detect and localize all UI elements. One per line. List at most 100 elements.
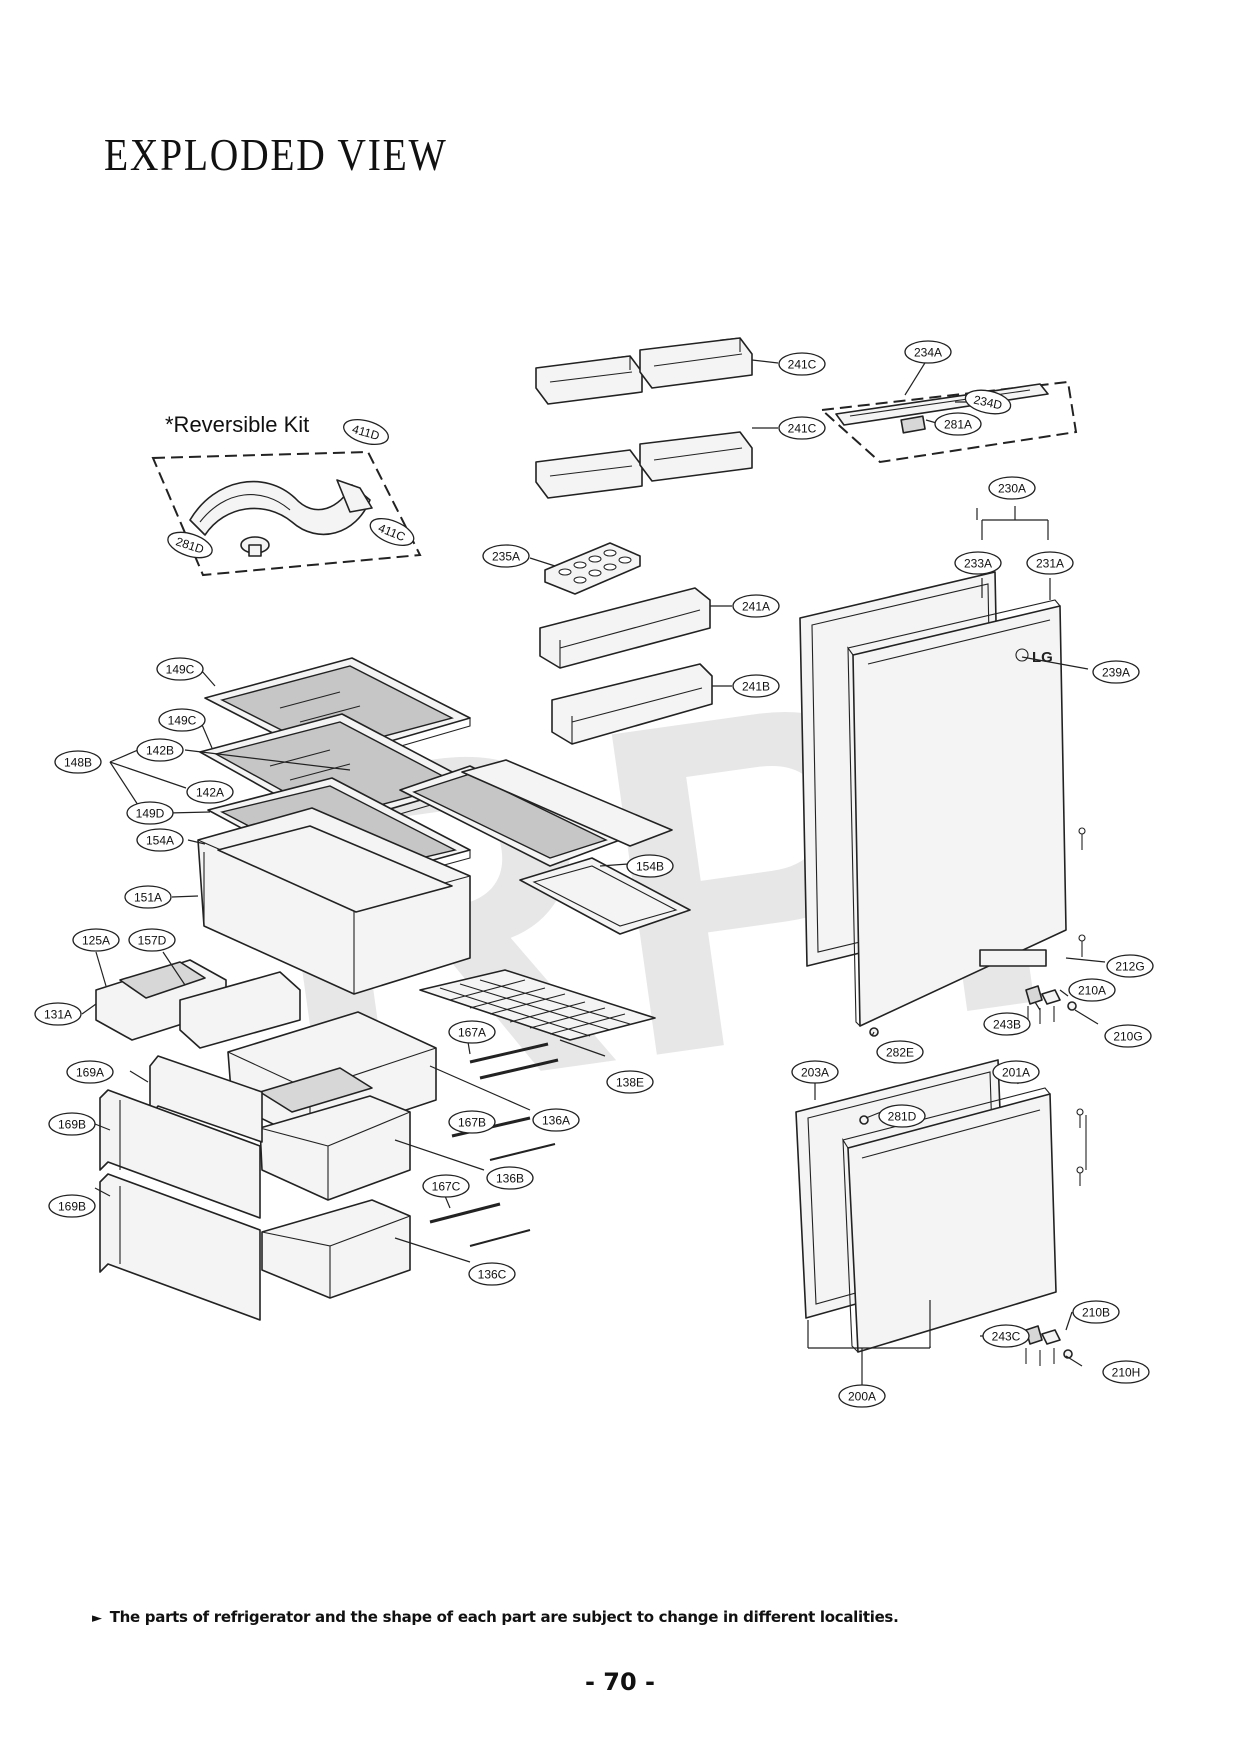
note-arrow-icon: ► <box>92 1611 102 1626</box>
drawer-middle <box>259 1095 411 1201</box>
callout-text: 210A <box>1078 984 1106 998</box>
callout-167a: 167A <box>448 1020 496 1044</box>
callout-201a: 201A <box>992 1060 1040 1084</box>
drawer-lower <box>261 1199 411 1299</box>
callout-text: 167B <box>458 1116 486 1130</box>
callout-125a: 125A <box>72 928 120 952</box>
page-number: - 70 - <box>584 1668 656 1696</box>
callout-text: 210B <box>1082 1306 1110 1320</box>
lower-door-panel <box>842 1087 1057 1353</box>
callout-210h: 210H <box>1102 1360 1150 1384</box>
callout-148b: 148B <box>54 750 102 774</box>
reversible-kit-hinge-cap <box>240 536 270 557</box>
callout-text: 169A <box>76 1066 104 1080</box>
callout-138e: 138E <box>606 1070 654 1094</box>
callout-154a: 154A <box>136 828 184 852</box>
callout-243c: 243C <box>982 1324 1030 1348</box>
callout-231a: 231A <box>1026 551 1074 575</box>
callout-210g: 210G <box>1104 1024 1152 1048</box>
wire-shelf <box>419 969 656 1041</box>
callout-167b: 167B <box>448 1110 496 1134</box>
callout-text: 151A <box>134 891 162 905</box>
door-bin-mid-right <box>639 431 753 482</box>
door-bin-top-right <box>639 337 753 389</box>
ice-bin <box>179 971 301 1049</box>
callout-169a: 169A <box>66 1060 114 1084</box>
callout-210a: 210A <box>1068 978 1116 1002</box>
drawer-frame-middle <box>99 1089 261 1219</box>
callout-167c: 167C <box>422 1174 470 1198</box>
callout-169b: 169B <box>48 1112 96 1136</box>
handle-end-cap <box>900 415 926 434</box>
callout-text: 138E <box>616 1076 644 1090</box>
callout-text: 210H <box>1112 1366 1141 1380</box>
callout-149c-2: 149C <box>158 708 206 732</box>
callout-text: 131A <box>44 1008 72 1022</box>
callout-235a: 235A <box>482 544 530 568</box>
storage-box <box>197 807 471 995</box>
callout-text: 203A <box>801 1066 829 1080</box>
callout-text: 281A <box>944 418 972 432</box>
callout-131a: 131A <box>34 1002 82 1026</box>
callout-282e: 282E <box>876 1040 924 1064</box>
callout-text: 142A <box>196 786 224 800</box>
callout-text: 210G <box>1113 1030 1142 1044</box>
callout-243b: 243B <box>983 1012 1031 1036</box>
door-bin-241B <box>551 663 713 745</box>
reversible-kit-label: *Reversible Kit <box>165 412 309 437</box>
callout-text: 169B <box>58 1118 86 1132</box>
callout-text: 200A <box>848 1390 876 1404</box>
callout-411d: 411D <box>343 419 389 445</box>
callout-233a: 233A <box>954 551 1002 575</box>
callout-234d: 234D <box>964 389 1012 415</box>
callout-411c: 411C <box>369 517 415 547</box>
callout-241c-2: 241C <box>778 416 826 440</box>
callout-text: 241B <box>742 680 770 694</box>
callout-234a: 234A <box>904 340 952 364</box>
callout-149c: 149C <box>156 657 204 681</box>
door-bin-mid-left <box>535 449 643 499</box>
callout-text: 148B <box>64 756 92 770</box>
lg-logo: LG <box>1032 649 1053 666</box>
callout-239a: 239A <box>1092 660 1140 684</box>
callout-157d: 157D <box>128 928 176 952</box>
callout-text: 243B <box>993 1018 1021 1032</box>
callout-210b: 210B <box>1072 1300 1120 1324</box>
callout-text: 149C <box>166 663 195 677</box>
crisper-cover-frame <box>461 759 673 847</box>
callout-text: 241C <box>788 358 817 372</box>
callout-142b: 142B <box>136 738 184 762</box>
reversible-kit-boundary <box>151 450 422 577</box>
callout-text: 234A <box>914 346 942 360</box>
upper-door-screws <box>1078 827 1086 957</box>
footnote: ►The parts of refrigerator and the shape… <box>92 1608 899 1626</box>
callout-142a: 142A <box>186 780 234 804</box>
callout-136a: 136A <box>532 1108 580 1132</box>
callout-151a: 151A <box>124 885 172 909</box>
upper-door-panel <box>847 599 1067 1027</box>
callout-labels: 241C241C234A234D281A411D411C281D230A235A… <box>34 340 1154 1408</box>
callout-241a: 241A <box>732 594 780 618</box>
upper-door-hinge <box>1025 985 1077 1024</box>
callout-text: 243C <box>992 1330 1021 1344</box>
crisper-cover <box>519 857 691 935</box>
callout-281d: 281D <box>167 531 213 559</box>
callout-149d: 149D <box>126 801 174 825</box>
callout-text: 241A <box>742 600 770 614</box>
page-title: EXPLODED VIEW <box>104 129 448 180</box>
callout-text: 136B <box>496 1172 524 1186</box>
callout-text: 235A <box>492 550 520 564</box>
callout-text: 136C <box>478 1268 507 1282</box>
egg-tray <box>544 542 641 595</box>
callout-text: 149C <box>168 714 197 728</box>
callout-203a: 203A <box>791 1060 839 1084</box>
lower-door-screws <box>1076 1108 1087 1186</box>
callout-241b: 241B <box>732 674 780 698</box>
reversible-kit-hinge-cover <box>189 479 373 536</box>
callout-169b-2: 169B <box>48 1194 96 1218</box>
callout-text: 231A <box>1036 557 1064 571</box>
callout-text: 169B <box>58 1200 86 1214</box>
door-bin-top-left <box>535 355 643 405</box>
callout-text: 154B <box>636 860 664 874</box>
callout-text: 136A <box>542 1114 570 1128</box>
